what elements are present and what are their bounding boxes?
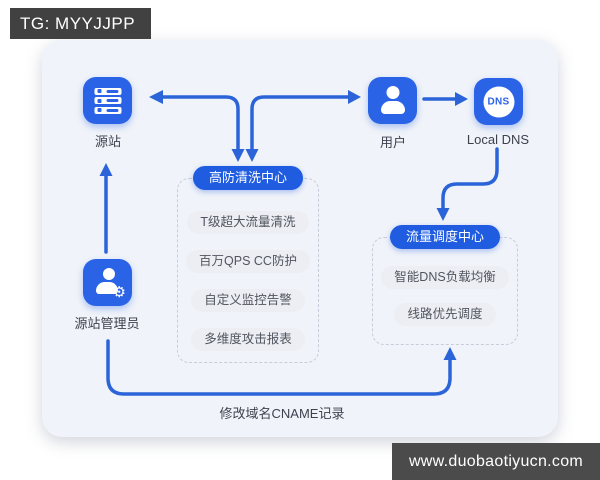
dns-icon-text: DNS: [487, 96, 510, 107]
local-dns-label: Local DNS: [466, 132, 530, 147]
admin-body-glyph: [96, 282, 118, 294]
cname-edge-label: 修改域名CNAME记录: [219, 406, 345, 421]
scheduling-center-title: 流量调度中心: [389, 225, 501, 249]
cleaning-feature-item: 多维度攻击报表: [191, 328, 305, 351]
gear-icon: ⚙: [112, 284, 126, 301]
local-dns-icon: DNS: [474, 78, 523, 125]
scheduling-feature-item: 线路优先调度: [394, 303, 496, 326]
admin-label: 源站管理员: [74, 316, 140, 331]
person-body-glyph: [380, 101, 405, 114]
cleaning-center-box: T级超大流量清洗 百万QPS CC防护 自定义监控告警 多维度攻击报表: [177, 178, 319, 363]
cleaning-feature-item: 自定义监控告警: [191, 289, 305, 312]
tg-watermark-badge: TG: MYYJJPP: [10, 8, 152, 39]
dns-circle-glyph: DNS: [483, 86, 514, 117]
scheduling-center-box: 智能DNS负载均衡 线路优先调度: [372, 237, 518, 345]
server-rows-glyph: [94, 87, 121, 114]
admin-icon: ⚙: [83, 259, 132, 306]
site-url-bar: www.duobaotiyucn.com: [392, 443, 600, 480]
cleaning-center-title: 高防清洗中心: [192, 166, 304, 190]
admin-head-glyph: [103, 268, 115, 280]
scheduling-feature-item: 智能DNS负载均衡: [381, 266, 509, 289]
origin-server-label: 源站: [94, 134, 121, 149]
user-icon: [368, 77, 417, 124]
origin-server-icon: [83, 77, 132, 124]
person-head-glyph: [386, 86, 399, 99]
user-label: 用户: [379, 135, 406, 150]
cleaning-feature-item: 百万QPS CC防护: [186, 250, 310, 273]
cleaning-feature-item: T级超大流量清洗: [187, 211, 309, 234]
